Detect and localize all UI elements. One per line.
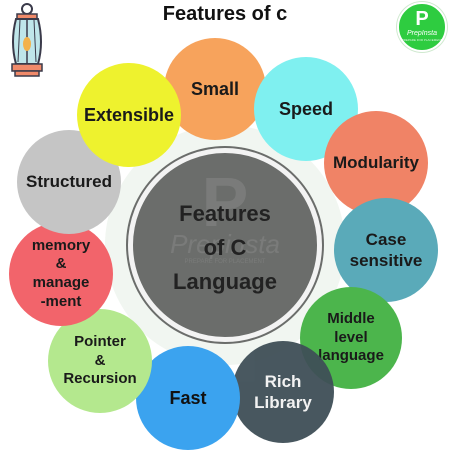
feature-label: Pointer&Recursion (63, 333, 136, 389)
feature-label-line: -ment (40, 292, 82, 310)
feature-label-line: manage (32, 274, 90, 291)
lantern-icon (11, 3, 43, 77)
feature-label: Speed (279, 98, 333, 121)
feature-label-line: Small (190, 78, 240, 99)
feature-bubble-small: Small (164, 38, 266, 140)
feature-label-line: Recursion (63, 370, 137, 388)
feature-label-line: Rich (264, 371, 302, 391)
feature-label: memory&manage-ment (32, 237, 90, 312)
feature-label-line: Fast (169, 387, 207, 408)
feature-bubble-modularity: Modularity (324, 111, 428, 215)
feature-label: Structured (26, 171, 112, 192)
feature-label-line: & (94, 351, 106, 369)
feature-label: Case sensitive (350, 229, 423, 272)
center-line: of C (203, 235, 247, 260)
feature-label-line: language (318, 347, 384, 365)
feature-label-line: Speed (278, 98, 334, 119)
feature-label: Modularity (333, 152, 419, 173)
feature-bubble-extensible: Extensible (77, 63, 181, 167)
brand-letter: P (415, 8, 429, 30)
feature-bubble-case-sensitive: Case sensitive (334, 198, 438, 302)
feature-label-line: Extensible (83, 104, 175, 125)
feature-label-line: Case (365, 229, 407, 249)
feature-label-line: Pointer (74, 332, 126, 350)
brand-tagline: PREPARE FOR PLACEMENT (401, 38, 443, 42)
center-line: Features (179, 201, 271, 226)
feature-bubble-pointer: Pointer&Recursion (48, 309, 152, 413)
feature-label-line: Structured (26, 172, 112, 192)
feature-label-line: & (55, 255, 67, 273)
feature-label: Fast (169, 387, 206, 410)
feature-label-line: level (334, 328, 368, 346)
feature-label-line: Modularity (333, 153, 419, 173)
feature-label-line: Library (254, 393, 312, 412)
feature-bubble-fast: Fast (136, 346, 240, 450)
feature-label-line: Middle (327, 309, 375, 327)
center-circle: P Prepinsta PREPARE FOR PLACEMENT Featur… (128, 148, 322, 342)
page-title: Features of c (162, 3, 288, 25)
brand-logo: P PrepInsta PREPARE FOR PLACEMENT (397, 2, 447, 52)
feature-label: Small (191, 78, 239, 101)
feature-label-line: sensitive (349, 251, 423, 270)
center-title: Features of C Language (133, 197, 317, 299)
center-line: Language (173, 269, 277, 294)
feature-label: Extensible (84, 104, 174, 127)
brand-name: PrepInsta (407, 30, 437, 37)
feature-label-line: memory (31, 236, 91, 254)
feature-bubble-memory: memory&manage-ment (9, 222, 113, 326)
